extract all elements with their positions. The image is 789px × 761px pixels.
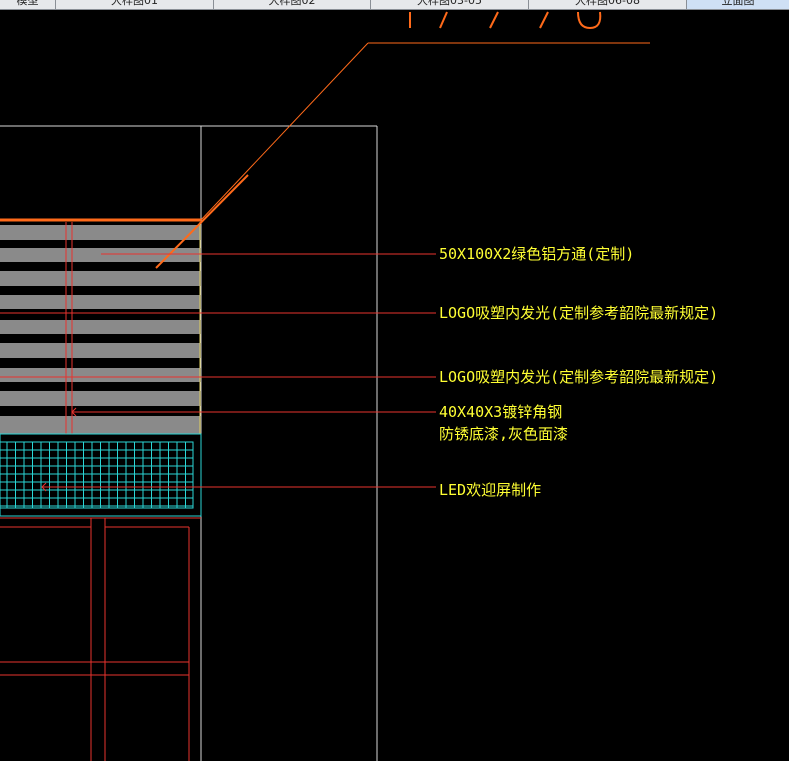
lower-frame (0, 517, 201, 761)
annotation-logo-2: LOGO吸塑内发光(定制参考韶院最新规定) (439, 368, 718, 386)
annotation-leaders (0, 253, 436, 492)
tab-elevation[interactable]: 立面图 (687, 0, 789, 9)
led-grid (0, 442, 193, 508)
slat (0, 416, 201, 434)
leader-arrow (71, 407, 77, 417)
top-leader (155, 42, 650, 269)
tab-model[interactable]: 模型 (0, 0, 56, 9)
tab-detail-01[interactable]: 大样图01 (56, 0, 214, 9)
annotation-paint: 防锈底漆,灰色面漆 (439, 425, 568, 443)
annotation-led-screen: LED欢迎屏制作 (439, 481, 541, 499)
slat (0, 320, 201, 334)
tab-detail-03-05[interactable]: 大样图03-05 (371, 0, 529, 9)
slat (0, 295, 201, 309)
slat (0, 248, 201, 262)
tab-detail-06-08[interactable]: 大样图06-08 (529, 0, 687, 9)
led-outer-frame (0, 433, 202, 517)
aluminium-slats (0, 225, 201, 434)
led-screen (0, 433, 202, 517)
slat (0, 225, 201, 240)
slat (0, 368, 201, 382)
slat (0, 343, 201, 358)
cutoff-dimension-text (409, 11, 602, 30)
slat (0, 271, 201, 286)
led-inner-frame (0, 441, 194, 509)
annotation-aluminium-tube: 50X100X2绿色铝方通(定制) (439, 245, 634, 263)
layout-tab-strip: 模型 大样图01 大样图02 大样图03-05 大样图06-08 立面图 (0, 0, 789, 10)
annotation-logo-1: LOGO吸塑内发光(定制参考韶院最新规定) (439, 304, 718, 322)
slat (0, 391, 201, 406)
tab-detail-02[interactable]: 大样图02 (214, 0, 371, 9)
annotation-angle-steel: 40X40X3镀锌角钢 (439, 403, 562, 421)
leader-arrow (41, 482, 47, 492)
